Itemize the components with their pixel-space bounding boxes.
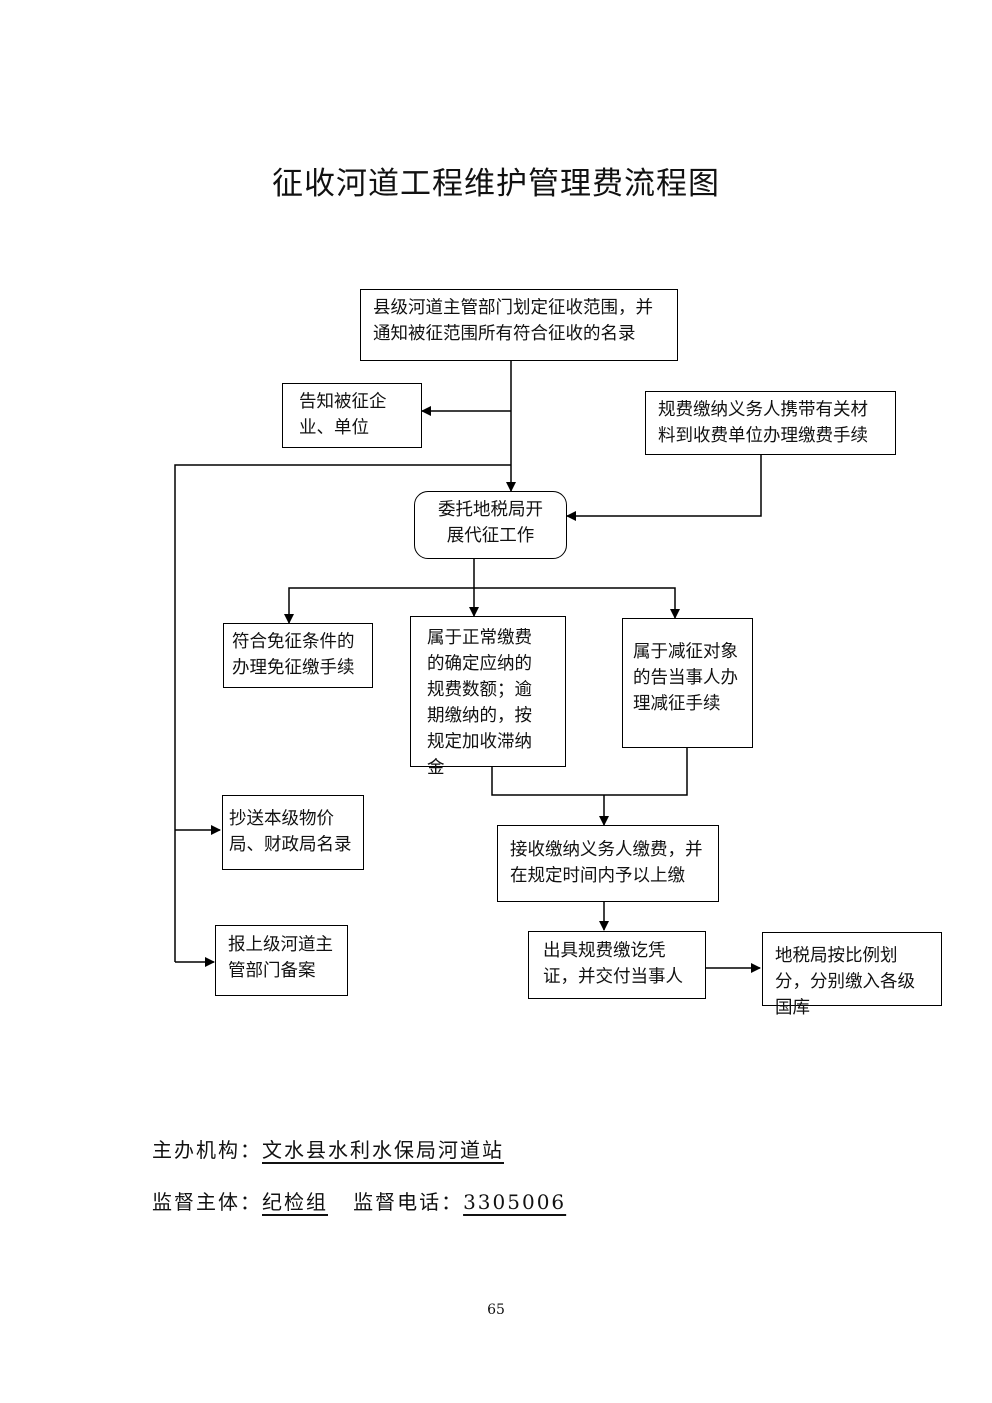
line-split-n7: [474, 587, 680, 619]
node-issue-receipt: 出具规费缴讫凭证，并交付当事人: [528, 931, 706, 999]
line-split-n5: [284, 587, 474, 624]
node-payer-materials: 规费缴纳义务人携带有关材料到收费单位办理缴费手续: [645, 391, 896, 455]
node-normal-payment: 属于正常缴费的确定应纳的规费数额；逾期缴纳的，按规定加收滞纳金: [410, 616, 566, 778]
supervisor-value: 纪检组: [262, 1190, 328, 1214]
line-n3-n4: [566, 455, 762, 521]
page-number: 65: [487, 1302, 505, 1318]
node-exemption: 符合免征条件的办理免征缴手续: [223, 623, 373, 688]
node-receive-payment: 接收缴纳义务人缴费，并在规定时间内予以上缴: [497, 825, 719, 902]
node-notify-enterprises: 告知被征企业、单位: [282, 383, 422, 448]
node-allocate-treasury: 地税局按比例划分，分别缴入各级国库: [762, 932, 942, 1018]
node-entrust-tax-bureau: 委托地税局开展代征工作: [414, 491, 567, 559]
node-delineate-scope: 县级河道主管部门划定征收范围，并通知被征范围所有符合征收的名录: [360, 289, 678, 361]
page-title: 征收河道工程维护管理费流程图: [272, 166, 720, 202]
phone-label: 监督电话：: [353, 1190, 464, 1214]
line-left-loop: [174, 464, 511, 962]
node-report-superior: 报上级河道主管部门备案: [215, 925, 348, 996]
node-cc-price-finance: 抄送本级物价局、财政局名录: [222, 795, 364, 870]
node-reduction: 属于减征对象的告当事人办理减征手续: [622, 618, 753, 748]
sponsor-value: 文水县水利水保局河道站: [262, 1138, 504, 1162]
supervisor-label: 监督主体：: [152, 1190, 262, 1214]
footer-supervisor: 监督主体：纪检组 监督电话：3305006: [152, 1186, 566, 1215]
line-merge: [491, 748, 688, 796]
sponsor-label: 主办机构：: [152, 1138, 262, 1162]
phone-value: 3305006: [463, 1190, 567, 1214]
footer-sponsor: 主办机构：文水县水利水保局河道站: [152, 1134, 504, 1163]
